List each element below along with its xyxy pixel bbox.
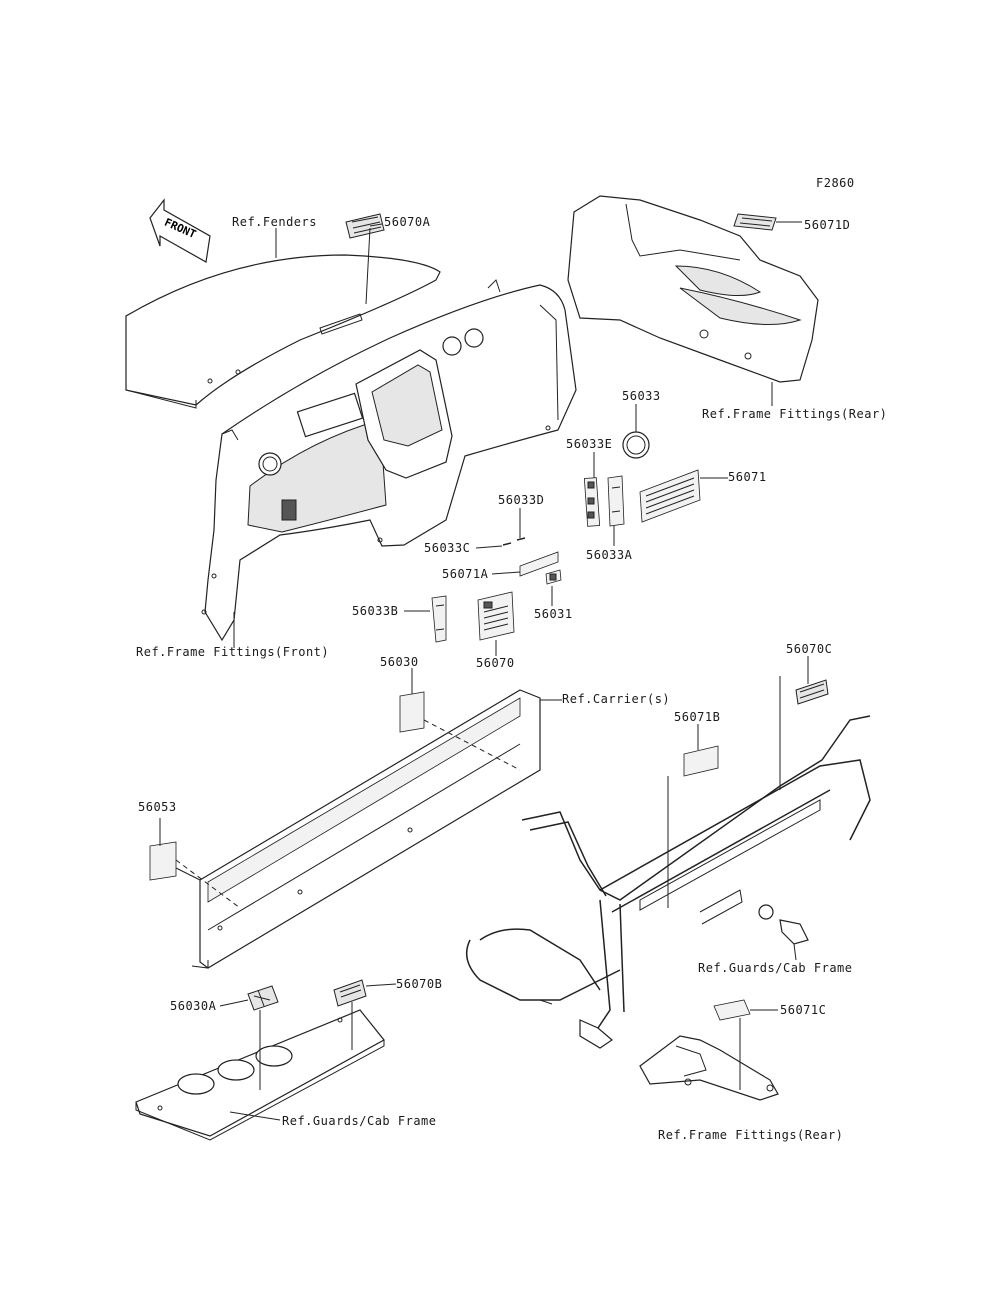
label-ref-frame-fittings-front: Ref.Frame Fittings(Front) [136,645,330,659]
fender-panel [125,254,441,409]
label-ref-carriers: Ref.Carrier(s) [562,692,671,706]
label-ref-frame-fittings-rear-bottom: Ref.Frame Fittings(Rear) [658,1128,844,1142]
figure-code: F2860 [816,176,855,190]
decal-56070B [333,979,367,1007]
dashboard-assembly [201,279,577,642]
rear-body-panel [567,195,819,383]
decal-56030 [399,691,425,733]
label-56053: 56053 [138,800,177,814]
decal-56071C [713,999,751,1021]
decal-56053 [149,841,177,881]
label-56071A: 56071A [442,567,489,581]
frame-fitting-rear [639,1035,779,1101]
decal-56033B [431,595,447,643]
label-56071B: 56071B [674,710,721,724]
label-56030A: 56030A [170,999,217,1013]
leader-lines [159,221,809,1121]
decal-56071D [733,213,777,231]
guards-cab-frame [465,715,871,1049]
decal-56030A [247,985,279,1011]
decal-56033 [622,431,650,459]
decal-56033D [516,537,526,541]
label-56070: 56070 [476,656,515,670]
label-56033A: 56033A [586,548,633,562]
label-56071D: 56071D [804,218,851,232]
label-56030: 56030 [380,655,419,669]
decal-56031 [545,569,562,585]
label-56070A: 56070A [384,215,431,229]
carrier-panel [175,689,541,969]
label-56071C: 56071C [780,1003,827,1017]
front-arrow-icon: FRONT [149,198,211,263]
decal-56070A [345,213,385,239]
label-56070B: 56070B [396,977,443,991]
decal-56033C [502,542,512,546]
label-56071: 56071 [728,470,767,484]
decal-56033A [607,475,625,527]
label-ref-guards-cab-frame-right: Ref.Guards/Cab Frame [698,961,853,975]
decal-56033E [583,477,601,527]
label-ref-fenders: Ref.Fenders [232,215,317,229]
decal-56071 [639,469,701,523]
label-56033B: 56033B [352,604,399,618]
label-56031: 56031 [534,607,573,621]
decal-56071A [519,551,559,577]
label-56033D: 56033D [498,493,545,507]
decal-56071B [683,745,719,777]
label-56033: 56033 [622,389,661,403]
label-56033E: 56033E [566,437,613,451]
decal-56070 [477,591,515,641]
label-ref-frame-fittings-rear-top: Ref.Frame Fittings(Rear) [702,407,888,421]
label-56033C: 56033C [424,541,471,555]
label-ref-guards-cab-frame-bottom: Ref.Guards/Cab Frame [282,1114,437,1128]
label-56070C: 56070C [786,642,833,656]
decal-56070C [795,679,829,705]
